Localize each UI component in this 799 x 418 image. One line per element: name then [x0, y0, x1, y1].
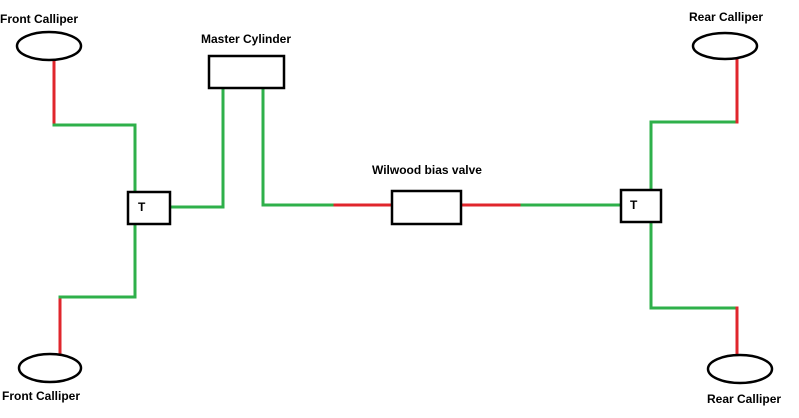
rear-caliper-top-icon	[691, 31, 759, 61]
tee-left-label: T	[138, 200, 146, 214]
rear-caliper-top-label: Rear Calliper	[689, 10, 763, 24]
front-caliper-bottom-icon	[17, 352, 83, 384]
brake-lines	[52, 56, 739, 357]
rear-circuit-line	[261, 86, 337, 207]
rear-caliper-bottom-icon	[706, 353, 774, 385]
front-circuit-line	[168, 86, 225, 209]
front-caliper-bottom-label: Front Calliper	[2, 389, 80, 403]
master-cylinder-box	[207, 54, 286, 90]
master-cylinder-label: Master Cylinder	[201, 32, 291, 46]
front-caliper-top-label: Front Calliper	[0, 12, 78, 26]
tee-right-label: T	[630, 198, 638, 212]
rear-caliper-bottom-label: Rear Calliper	[707, 392, 781, 406]
bias-valve-label: Wilwood bias valve	[372, 163, 482, 177]
bias-valve-box	[390, 189, 463, 226]
front-bottom-hard-line	[58, 222, 137, 302]
tee-left-box	[126, 190, 172, 226]
front-caliper-top-icon	[15, 30, 83, 62]
rear-top-hard-line	[649, 120, 739, 192]
tee-right-box	[619, 188, 663, 224]
front-top-hard-line	[52, 123, 137, 194]
rear-bottom-hard-line	[649, 220, 739, 310]
